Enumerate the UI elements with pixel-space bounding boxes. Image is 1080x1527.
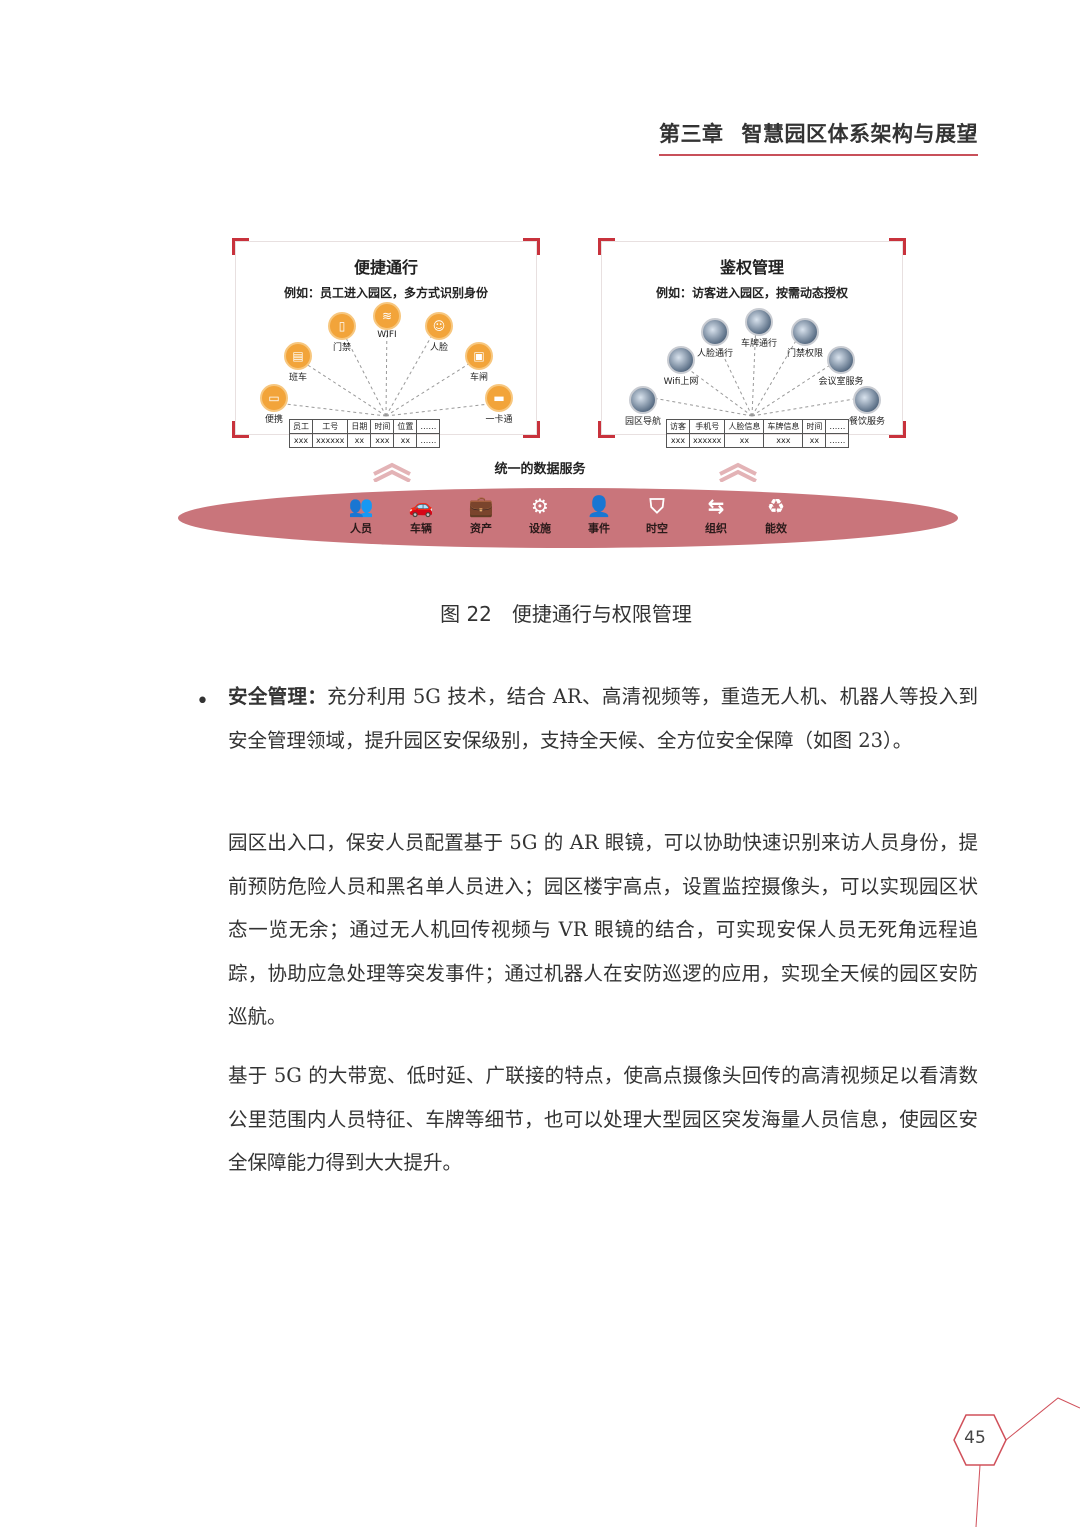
right-panel-subtitle: 例如：访客进入园区，按需动态授权 xyxy=(655,286,848,300)
node-door-permission: 门禁权限 xyxy=(780,318,830,359)
category-vehicle: 🚗车辆 xyxy=(394,494,448,536)
node-portable: ▭便携 xyxy=(260,384,288,425)
card-icon: ▬ xyxy=(485,384,513,412)
left-panel-convenient-access: 便捷通行 例如：员工进入园区，多方式识别身份 ▭便携 ▤班车 ▯门禁 ≋WIFI… xyxy=(232,238,540,448)
node-face: ☺人脸 xyxy=(425,312,453,353)
chapter-title: 智慧园区体系架构与展望 xyxy=(741,122,978,146)
door-photo-icon xyxy=(791,318,819,346)
right-panel-title: 鉴权管理 xyxy=(719,258,784,277)
meeting-photo-icon xyxy=(827,346,855,374)
right-up-chevron-icon xyxy=(719,462,757,482)
left-up-chevron-icon xyxy=(373,462,411,482)
category-event: 👤事件 xyxy=(572,494,626,536)
node-wifi-access: Wifi上网 xyxy=(656,346,706,387)
left-panel-title: 便捷通行 xyxy=(353,258,418,277)
node-shuttle: ▤班车 xyxy=(284,342,312,383)
person-event-icon: 👤 xyxy=(586,494,612,518)
category-spacetime: ⛉时空 xyxy=(630,494,684,536)
paragraph-2: 基于 5G 的大带宽、低时延、广联接的特点，使高点摄像头回传的高清视频足以看清数… xyxy=(228,1064,978,1174)
bullet-marker: • xyxy=(196,689,209,714)
dining-photo-icon xyxy=(853,386,881,414)
face-icon: ☺ xyxy=(425,312,453,340)
people-icon: 👥 xyxy=(348,494,374,518)
category-organization: ⇆组织 xyxy=(689,494,743,536)
portable-icon: ▭ xyxy=(260,384,288,412)
bullet-text: 充分利用 5G 技术，结合 AR、高清视频等，重造无人机、机器人等投入到安全管理… xyxy=(228,685,978,752)
left-panel-subtitle: 例如：员工进入园区，多方式识别身份 xyxy=(283,286,488,300)
left-panel-fan-lines xyxy=(276,319,499,417)
node-plate-pass: 车牌通行 xyxy=(734,308,784,349)
node-meeting-room: 会议室服务 xyxy=(812,346,870,387)
node-card: ▬一卡通 xyxy=(485,384,513,425)
gears-icon: ⚙ xyxy=(531,494,549,518)
gate-icon: ▣ xyxy=(465,342,493,370)
node-face-pass: 人脸通行 xyxy=(690,318,740,359)
navigation-photo-icon xyxy=(629,386,657,414)
bullet-lead: 安全管理： xyxy=(228,685,328,708)
node-dining: 餐饮服务 xyxy=(838,386,896,427)
figure-22: 便捷通行 例如：员工进入园区，多方式识别身份 ▭便携 ▤班车 ▯门禁 ≋WIFI… xyxy=(0,0,1080,600)
door-icon: ▯ xyxy=(328,312,356,340)
wifi-icon: ≋ xyxy=(373,302,401,330)
wifi-photo-icon xyxy=(667,346,695,374)
recycle-icon: ♻ xyxy=(767,494,785,518)
plate-photo-icon xyxy=(745,308,773,336)
bus-icon: ▤ xyxy=(284,342,312,370)
page-number: 45 xyxy=(964,1428,986,1448)
chapter-number: 第三章 xyxy=(659,122,724,146)
right-panel-authorization: 鉴权管理 例如：访客进入园区，按需动态授权 园区导航 Wifi上网 人脸通行 车… xyxy=(598,238,906,448)
figure-number: 图 22 xyxy=(440,602,492,626)
category-energy: ♻能效 xyxy=(749,494,803,536)
paragraph-1: 园区出入口，保安人员配置基于 5G 的 AR 眼镜，可以协助快速识别来访人员身份… xyxy=(228,831,978,1028)
node-wifi: ≋WIFI xyxy=(373,302,401,340)
chapter-header: 第三章智慧园区体系架构与展望 xyxy=(659,118,978,156)
data-service-ellipse xyxy=(178,488,958,548)
org-icon: ⇆ xyxy=(707,494,725,518)
unified-data-service-label: 统一的数据服务 xyxy=(494,462,586,477)
category-asset: 💼资产 xyxy=(454,494,508,536)
shield-icon: ⛉ xyxy=(649,494,665,518)
briefcase-icon: 💼 xyxy=(468,494,494,518)
bullet-paragraph: 安全管理：充分利用 5G 技术，结合 AR、高清视频等，重造无人机、机器人等投入… xyxy=(228,675,978,762)
figure-caption-text: 便捷通行与权限管理 xyxy=(511,602,692,626)
page-number-hexagon xyxy=(953,1397,1080,1527)
node-navigation: 园区导航 xyxy=(618,386,668,427)
category-people: 👥人员 xyxy=(334,494,388,536)
category-facility: ⚙设施 xyxy=(513,494,567,536)
node-access-gate: ▯门禁 xyxy=(328,312,356,353)
figure-caption: 图 22 便捷通行与权限管理 xyxy=(0,598,1080,627)
node-car-gate: ▣车闸 xyxy=(465,342,493,383)
face-photo-icon xyxy=(701,318,729,346)
car-icon: 🚗 xyxy=(408,494,434,518)
